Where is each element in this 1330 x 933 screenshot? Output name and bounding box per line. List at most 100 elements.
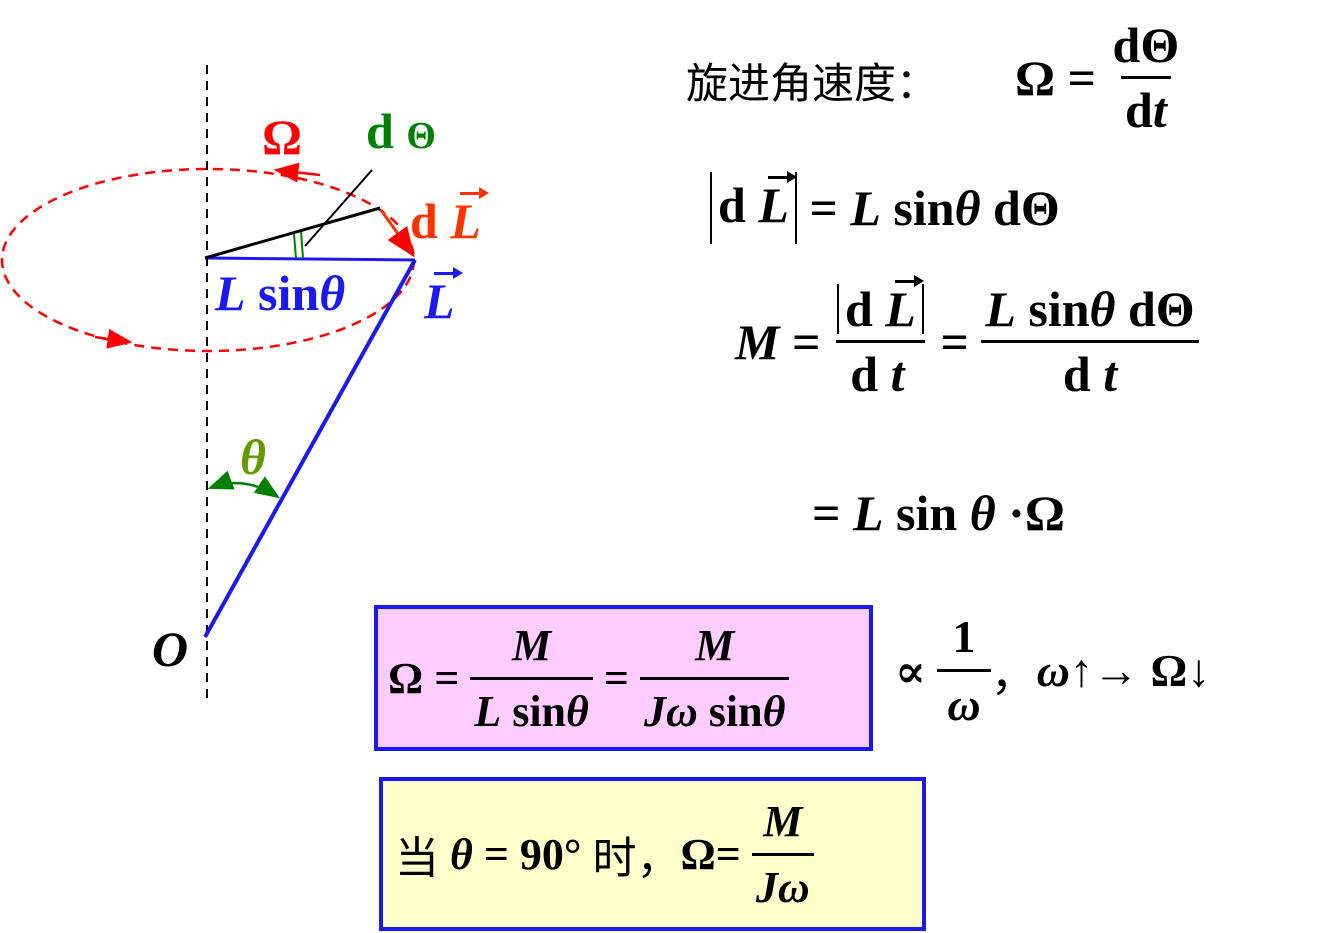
equals: = [603,653,629,703]
dL-d: d [410,193,438,249]
d-theta-d: d [366,103,394,159]
theta-arc-arrow [207,470,281,499]
comma: ， [990,646,1037,701]
omega: Ω [680,829,716,879]
d-Theta: dΘ [1128,281,1195,337]
theta: θ [1089,281,1116,337]
Lsin-theta-label: L sinθ [215,268,345,318]
numerator: d L [833,275,928,340]
M: M [695,620,735,670]
equals: = [809,180,838,236]
equals: = [940,313,969,370]
origin-label: O [152,621,189,677]
theta-label: θ [240,429,266,485]
omega: Ω [1024,485,1065,541]
one: 1 [952,611,976,662]
t: t [890,346,905,402]
sin: sin [512,686,567,736]
fraction-2: M Jω sinθ [639,620,790,737]
omega: ω [937,669,991,731]
sin: sin [708,686,763,736]
omega-label: Ω [262,109,303,165]
d-theta-label: d Θ [366,106,436,156]
denominator: d t [836,340,925,402]
omega: ω [1036,645,1070,696]
d-Theta: dΘ [993,180,1060,236]
precession-angular-velocity-title: 旋进角速度： [686,59,939,108]
L: L [853,485,884,541]
abs-dL: d L [836,275,924,337]
theta: θ [954,180,981,236]
L: L [885,275,924,337]
L: L [850,180,881,236]
dtheta-pointer [304,169,373,247]
sin: sin [1028,281,1090,337]
ninety-degrees: 90° [519,829,582,879]
time-text: 时 [592,833,637,884]
fraction: M Jω [751,796,814,913]
equals: = [812,485,841,541]
sin: sin [896,485,958,541]
angle-mark-2 [300,231,304,259]
new-radius-line [204,206,381,260]
formula-result: = L sin θ ·Ω [812,488,1065,538]
angle-mark-1 [293,233,297,259]
dL-arrow [379,209,415,258]
comma: ， [636,833,681,884]
M: M [763,796,803,846]
sin: sin [893,180,955,236]
dot: · [1008,485,1025,541]
numerator: dΘ [1112,17,1180,73]
equals: = [434,653,460,703]
M: M [735,313,780,370]
theta: θ [762,686,786,736]
denominator: Jω sinθ [639,676,790,737]
lsin-theta: θ [319,265,346,321]
abs-dL: d L [710,171,797,244]
M: M [512,620,552,670]
L-vector-line [203,259,417,638]
equals: = [791,313,821,370]
d: d [850,346,879,402]
L-vector-label: L [424,267,462,329]
dL-label: d L [410,187,489,249]
when-text: 当 [395,833,439,884]
denominator: dt [1121,76,1171,135]
proportional-symbol: ∝ [895,645,926,697]
lsin-L: L [215,265,246,321]
J-omega: Jω [643,686,698,736]
J-omega: Jω [751,852,814,913]
dL-L: L [450,187,489,249]
omega: Ω [1015,49,1056,106]
equals: = [715,829,741,879]
theta: θ [969,485,996,541]
theta: θ [566,686,589,736]
L: L [758,171,797,233]
equals: = [1067,49,1097,106]
theta: θ [450,829,473,879]
down-arrow-icon: ↓ [1187,645,1211,696]
denominator: L sinθ [470,676,593,737]
up-arrow-icon: ↑ [1069,645,1093,696]
t: t [1103,346,1118,402]
denominator: d t [981,340,1199,402]
lsin-sin: sin [258,265,320,321]
fraction-1: M L sinθ [470,620,593,737]
equals: = [483,829,509,879]
d: d [844,281,873,337]
d: d [1062,346,1091,402]
t: t [1152,82,1167,138]
omega: Ω [388,653,424,703]
Omega: Ω [1150,645,1188,696]
